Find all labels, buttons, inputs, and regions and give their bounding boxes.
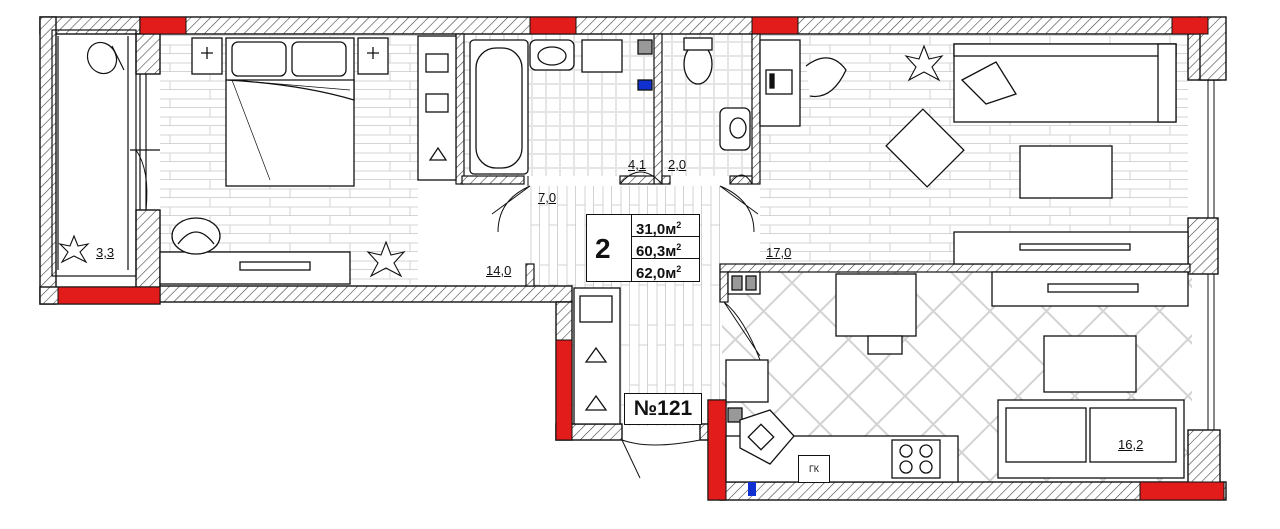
plant-icon: [366, 240, 406, 278]
total-area-balcony-row: 62,0м2: [632, 259, 699, 282]
living-room-area-label: 17,0: [766, 245, 792, 260]
balcony-area-label: 3,3: [96, 245, 115, 260]
stove-hood-label: ГК: [798, 455, 830, 483]
bedroom-furniture: [159, 35, 457, 285]
area-unit-sup: 2: [676, 242, 682, 252]
washing-machine: [581, 39, 623, 73]
dining-table: [835, 273, 917, 337]
area-values: 31,0м2 60,3м2 62,0м2: [631, 215, 699, 282]
bathroom-area-label: 4,1: [628, 157, 647, 172]
load-bearing-walls: [57, 16, 1225, 501]
kitchen-table: [1043, 335, 1137, 393]
stove: [891, 439, 941, 479]
hallway-area-label: 7,0: [538, 190, 557, 205]
bathroom-fixtures: [469, 37, 751, 175]
coffee-table-living: [1019, 145, 1113, 199]
interior-walls: [455, 33, 1191, 303]
bedroom-area-label: 14,0: [486, 263, 512, 278]
living-room-furniture: [759, 39, 1189, 265]
exterior-walls: [39, 16, 1227, 501]
toilet-area-label: 2,0: [668, 157, 687, 172]
plant-icon: [58, 234, 90, 264]
kitchen-area-label: 16,2: [1118, 437, 1144, 452]
apartment-number: №121: [624, 393, 702, 425]
total-area-row: 60,3м2: [632, 237, 699, 260]
doors: [135, 149, 761, 479]
area-summary: 2 31,0м2 60,3м2 62,0м2: [586, 214, 700, 282]
armchair-living: [885, 108, 965, 188]
corridor-wardrobe: [573, 287, 621, 425]
living-area-row: 31,0м2: [632, 215, 699, 238]
plant-icons: [58, 44, 944, 278]
plant-icon: [904, 44, 944, 82]
total-area-with-balcony: 62,0м: [636, 265, 677, 282]
area-unit-sup: 2: [676, 264, 682, 274]
total-area: 60,3м: [636, 243, 677, 260]
balcony: [51, 29, 160, 277]
area-unit-sup: 2: [676, 220, 682, 230]
living-area: 31,0м: [636, 221, 677, 238]
room-count: 2: [595, 233, 611, 264]
balcony-floor: [56, 34, 136, 284]
armchair-bedroom: [171, 217, 221, 255]
kitchen-furniture: [725, 271, 1189, 496]
